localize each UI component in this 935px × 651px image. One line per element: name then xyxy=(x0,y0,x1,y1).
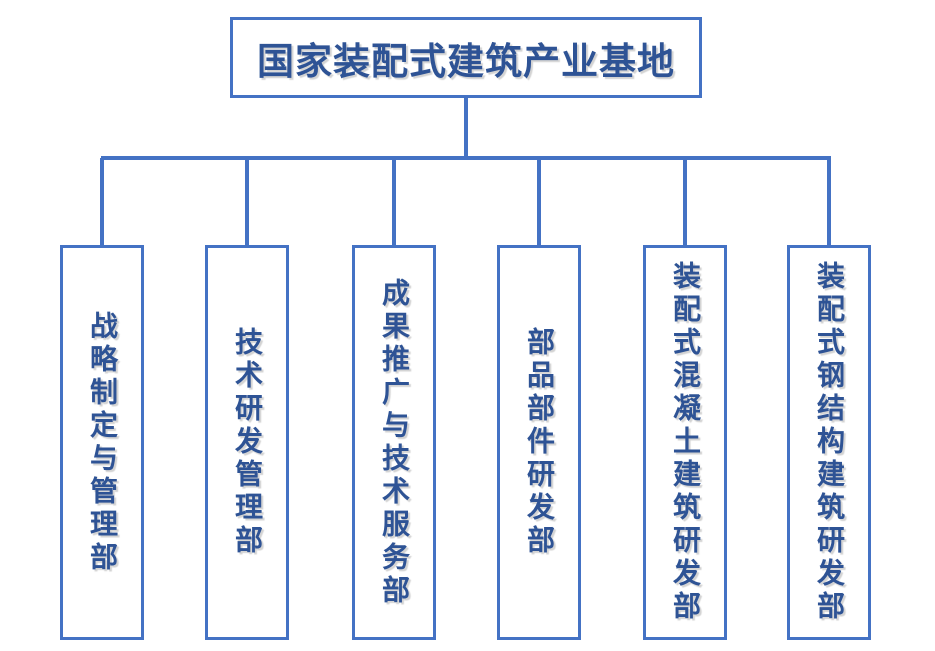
connector-drop-4 xyxy=(537,158,541,245)
dept-node-label: 成果推广与技术服务部 xyxy=(378,277,411,608)
dept-node-strategy-management: 战略制定与管理部 xyxy=(60,245,144,640)
dept-node-label: 装配式钢结构建筑研发部 xyxy=(813,261,846,624)
connector-drop-6 xyxy=(827,158,831,245)
dept-node-parts-components-rd: 部品部件研发部 xyxy=(497,245,581,640)
dept-node-steel-structure-rd: 装配式钢结构建筑研发部 xyxy=(787,245,871,640)
root-node-box: 国家装配式建筑产业基地 xyxy=(230,17,702,98)
dept-node-tech-rd-management: 技术研发管理部 xyxy=(205,245,289,640)
connector-drop-3 xyxy=(392,158,396,245)
connector-crossbar xyxy=(101,156,831,160)
dept-node-precast-concrete-rd: 装配式混凝土建筑研发部 xyxy=(643,245,727,640)
connector-drop-2 xyxy=(245,158,249,245)
dept-node-label: 技术研发管理部 xyxy=(231,327,264,558)
root-node-label: 国家装配式建筑产业基地 xyxy=(257,39,675,83)
connector-drop-1 xyxy=(100,158,104,245)
connector-stem xyxy=(464,98,468,158)
dept-node-label: 战略制定与管理部 xyxy=(86,310,119,575)
connector-drop-5 xyxy=(683,158,687,245)
dept-node-promotion-tech-service: 成果推广与技术服务部 xyxy=(352,245,436,640)
dept-node-label: 部品部件研发部 xyxy=(523,327,556,558)
dept-node-label: 装配式混凝土建筑研发部 xyxy=(669,261,702,624)
